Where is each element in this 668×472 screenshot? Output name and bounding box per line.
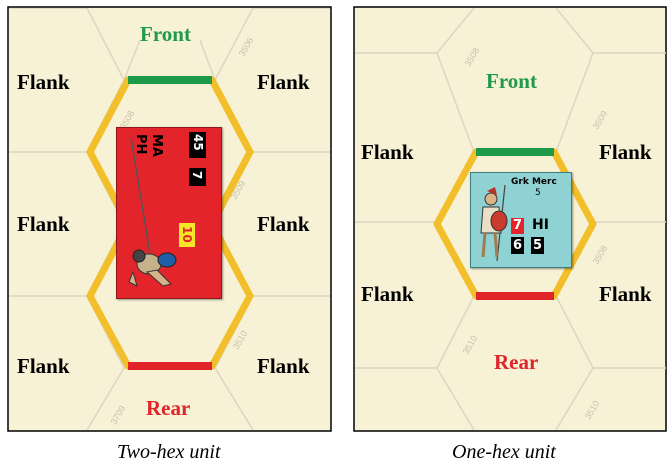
front-label: Front	[140, 22, 191, 46]
two-hex-unit-counter[interactable]: PH MA 45 7 10	[116, 127, 222, 299]
unit-value-2: 5	[531, 237, 544, 254]
flank-label: Flank	[17, 70, 70, 94]
flank-label: Flank	[361, 282, 414, 306]
flank-label: Flank	[257, 212, 310, 236]
movement-box: 7	[189, 168, 206, 186]
unit-value-1: 6	[511, 237, 524, 254]
one-hex-unit-counter[interactable]: Grk Merc 5 7 HI 6 5	[470, 172, 572, 268]
front-label: Front	[486, 69, 537, 93]
size-box: 45	[189, 132, 206, 158]
flank-label: Flank	[599, 282, 652, 306]
phalanx-soldier-icon	[128, 249, 177, 287]
flank-label: Flank	[599, 140, 652, 164]
unit-tq: 7	[511, 218, 524, 234]
two-hex-panel	[7, 6, 332, 432]
two-hex-caption: Two-hex unit	[117, 441, 221, 463]
unit-type: HI	[532, 217, 549, 233]
mercenary-soldier-icon	[480, 184, 508, 262]
spear-graphic	[130, 137, 152, 261]
flank-label: Flank	[361, 140, 414, 164]
flank-label: Flank	[17, 212, 70, 236]
flank-label: Flank	[257, 70, 310, 94]
rear-label: Rear	[146, 396, 191, 420]
one-hex-caption: One-hex unit	[452, 441, 556, 463]
unit-name: Grk Merc	[511, 177, 557, 187]
flank-label: Flank	[17, 354, 70, 378]
unit-size: 5	[535, 188, 541, 198]
flank-label: Flank	[257, 354, 310, 378]
rear-label: Rear	[494, 350, 539, 374]
tq-box: 10	[179, 223, 195, 247]
